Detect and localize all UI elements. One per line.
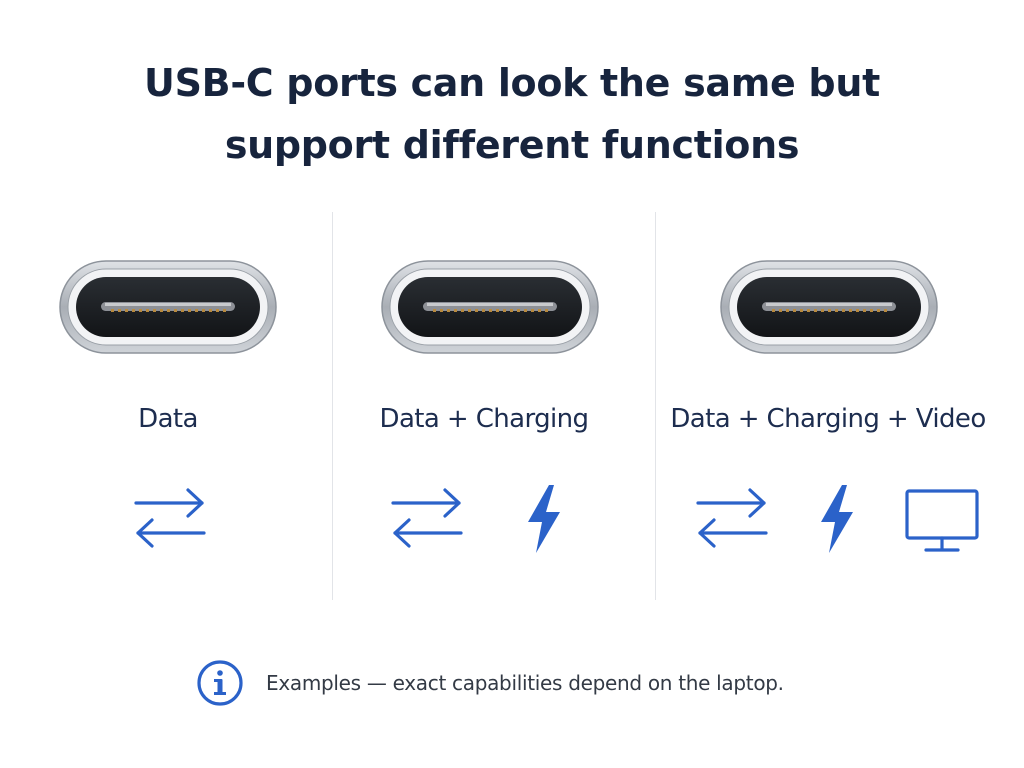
title-line-1: USB-C ports can look the same but [144,61,880,105]
column-data-charging: Data + Charging [333,212,655,602]
lightning-bolt-icon [817,484,857,554]
lightning-bolt-icon [524,484,564,554]
column-data: Data [0,212,332,602]
column-label: Data + Charging + Video [670,404,986,434]
data-transfer-icon [694,487,770,549]
data-transfer-icon [389,487,465,549]
monitor-icon [904,488,980,554]
footer-text: Examples — exact capabilities depend on … [266,671,784,695]
column-label: Data [138,404,198,434]
usb-c-port-illustration [720,260,938,354]
usb-c-port-illustration [381,260,599,354]
column-divider [655,212,656,600]
usb-c-port-illustration [59,260,277,354]
info-icon [197,660,243,706]
column-data-charging-video: Data + Charging + Video [656,212,1024,602]
footer-note: Examples — exact capabilities depend on … [196,658,784,708]
data-transfer-icon [132,487,208,549]
page-title: USB-C ports can look the same but suppor… [0,52,1024,176]
column-divider [332,212,333,600]
title-line-2: support different functions [224,123,800,167]
column-label: Data + Charging [379,404,590,434]
